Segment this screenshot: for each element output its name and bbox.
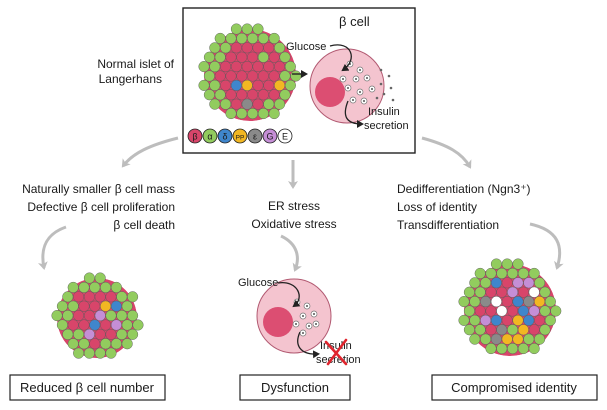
legend-item-5: G bbox=[262, 128, 278, 144]
secreted-insulin-dots bbox=[375, 68, 395, 102]
svg-text:PP: PP bbox=[236, 135, 245, 142]
beta-cell-normal bbox=[309, 48, 385, 124]
right-cause-3: Transdifferentiation bbox=[397, 218, 499, 232]
islet-label-line1: Normal islet of bbox=[97, 57, 174, 71]
middle-cause-1: ER stress bbox=[268, 199, 320, 213]
glucose-label: Glucose bbox=[286, 41, 326, 53]
islet-label-line2: Langerhans bbox=[99, 72, 162, 86]
legend-item-6: E bbox=[277, 128, 293, 144]
outcome-right: Compromised identity bbox=[451, 380, 577, 395]
legend-item-2: δ bbox=[217, 128, 233, 144]
legend-item-0: β bbox=[187, 128, 203, 144]
insulin-secretion-arrow bbox=[344, 100, 364, 128]
outcome-box-middle bbox=[239, 374, 351, 401]
compromised-islet bbox=[458, 258, 562, 356]
insulin-label: Insulin bbox=[368, 106, 400, 118]
blocked-secretion-cross bbox=[324, 338, 348, 366]
left-outcome-arrow bbox=[37, 225, 67, 270]
branch-arrow-left bbox=[121, 136, 179, 168]
svg-text:α: α bbox=[207, 132, 212, 142]
legend-item-4: ε bbox=[247, 128, 263, 144]
outcome-middle: Dysfunction bbox=[261, 380, 329, 395]
right-cause-2: Loss of identity bbox=[397, 200, 477, 214]
glucose-uptake-arrow bbox=[329, 44, 352, 72]
beta-cell-dysfunctional bbox=[256, 278, 332, 354]
outcome-box-left bbox=[9, 374, 166, 401]
right-outcome-arrow bbox=[529, 222, 564, 270]
svg-text:E: E bbox=[282, 132, 288, 142]
legend-item-3: PP bbox=[232, 128, 248, 144]
dysfunction-secretion-arrow bbox=[297, 331, 320, 359]
left-cause-3: β cell death bbox=[113, 218, 175, 232]
svg-text:G: G bbox=[266, 132, 273, 142]
outcome-box-right bbox=[431, 374, 598, 401]
reduced-islet bbox=[51, 272, 144, 359]
dysfunction-glucose-label: Glucose bbox=[238, 277, 278, 289]
left-cause-2: Defective β cell proliferation bbox=[27, 200, 175, 214]
svg-text:δ: δ bbox=[222, 132, 227, 142]
branch-arrow-right bbox=[421, 136, 472, 169]
dysfunction-glucose-arrow bbox=[277, 282, 301, 308]
right-cause-1: Dedifferentiation (Ngn3⁺) bbox=[397, 182, 531, 196]
legend-item-1: α bbox=[202, 128, 218, 144]
secretion-label: secretion bbox=[364, 120, 409, 132]
svg-text:β: β bbox=[192, 132, 197, 142]
outcome-left: Reduced β cell number bbox=[20, 380, 155, 395]
middle-cause-2: Oxidative stress bbox=[251, 217, 336, 231]
normal-islet bbox=[198, 23, 302, 121]
middle-outcome-arrow bbox=[280, 234, 302, 272]
beta-cell-label: β cell bbox=[339, 14, 370, 29]
svg-text:ε: ε bbox=[253, 132, 257, 142]
left-cause-1: Naturally smaller β cell mass bbox=[22, 182, 175, 196]
